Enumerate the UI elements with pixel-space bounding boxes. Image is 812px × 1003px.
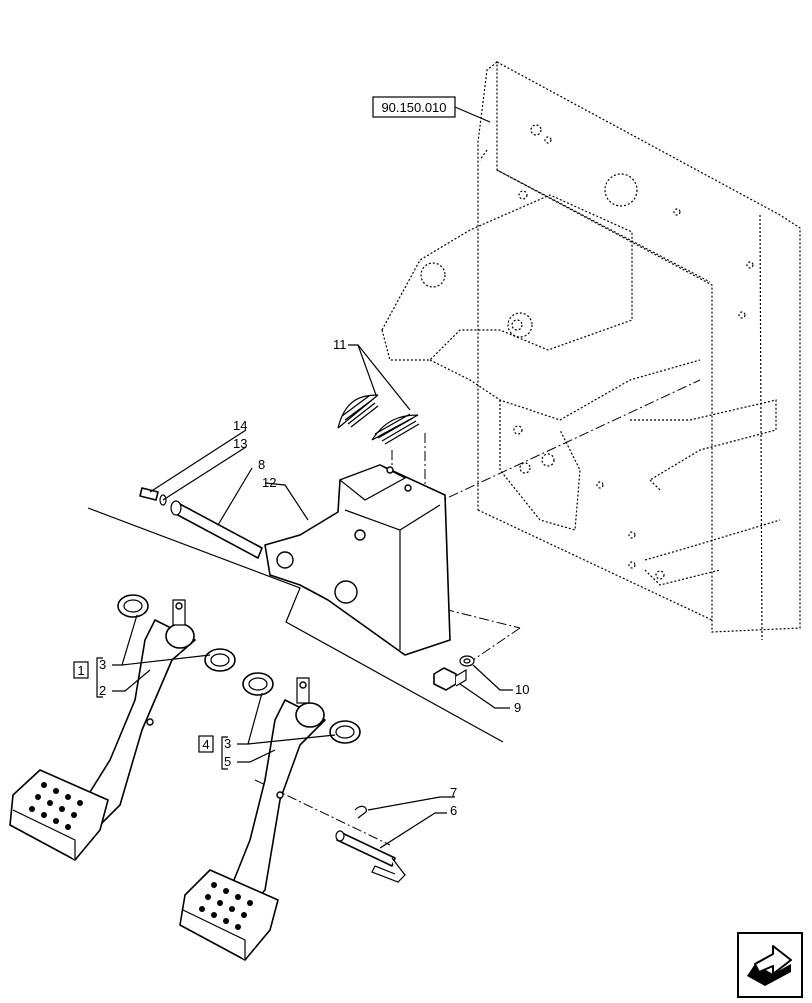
bolt-washer (433, 655, 475, 691)
callout-13: 13 (233, 436, 247, 451)
return-springs (337, 394, 420, 445)
right-pedal (179, 672, 361, 961)
next-page-arrow-icon[interactable] (737, 932, 803, 998)
callout-4-box[interactable]: 4 (198, 735, 214, 753)
callout-4: 4 (202, 737, 209, 752)
callout-3-right: 3 (224, 736, 231, 751)
callout-1: 1 (77, 663, 84, 678)
callout-7: 7 (450, 785, 457, 800)
chassis-frame (381, 60, 801, 641)
section-line (87, 507, 504, 743)
callout-11: 11 (333, 337, 347, 352)
pedal-bracket (264, 464, 451, 656)
pivot-pin (139, 487, 263, 559)
callout-2: 2 (99, 683, 106, 698)
reference-box[interactable]: 90.150.010 (372, 96, 491, 123)
callout-5: 5 (224, 754, 231, 769)
callout-1-box[interactable]: 1 (73, 661, 89, 679)
callout-10: 10 (515, 682, 529, 697)
leader-lines (96, 344, 513, 849)
callout-12: 12 (262, 475, 276, 490)
callout-9: 9 (514, 700, 521, 715)
left-pedal (9, 594, 236, 861)
reference-label: 90.150.010 (381, 100, 446, 115)
callout-8: 8 (258, 457, 265, 472)
callout-14: 14 (233, 418, 247, 433)
callout-3-left: 3 (99, 657, 106, 672)
clevis-pin (335, 805, 406, 883)
callout-6: 6 (450, 803, 457, 818)
callout-labels: 14 13 8 12 11 10 9 7 6 1 3 2 4 3 5 (73, 337, 529, 818)
